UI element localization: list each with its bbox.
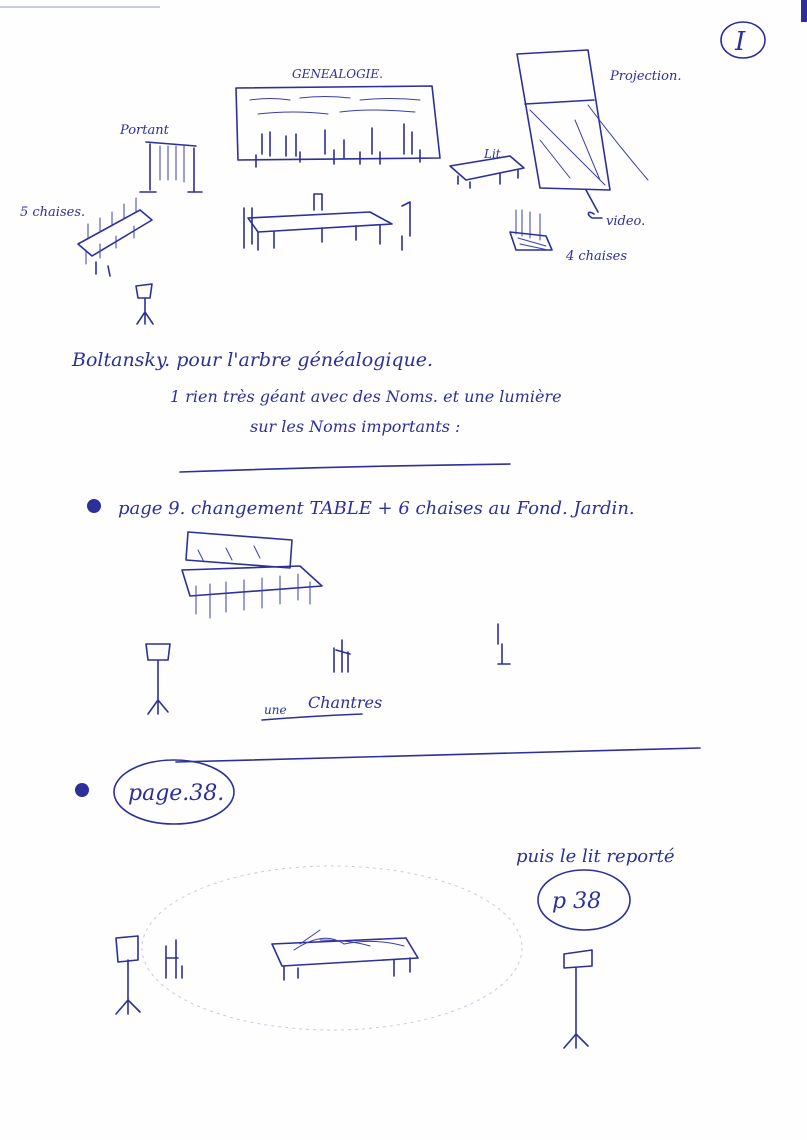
note-line-3: sur les Noms importants : — [250, 417, 460, 436]
label-five-chairs: 5 chaises. — [20, 205, 85, 220]
section-page-9: page 9. changement TABLE + 6 chaises au … — [87, 498, 635, 721]
bullet-point-2 — [75, 783, 89, 797]
bed-sketch: Lit — [449, 147, 525, 189]
note-line-2: 1 rien très géant avec des Noms. et une … — [170, 387, 562, 406]
five-chairs: 5 chaises. — [20, 197, 153, 277]
caption-chantres: Chantres — [308, 693, 382, 712]
chantre-figure — [333, 639, 351, 673]
music-stand-3 — [115, 935, 141, 1015]
page-number-mark: I — [720, 21, 766, 59]
genealogy-panel: GENEALOGIE. — [235, 67, 441, 168]
top-edge-rule — [0, 6, 160, 8]
music-stand-2 — [145, 643, 171, 715]
p38-badge-circle — [537, 869, 631, 931]
section1-heading: page 9. changement TABLE + 6 chaises au … — [118, 498, 635, 519]
page-edge-mark — [801, 0, 807, 22]
chair-sketch — [165, 939, 183, 979]
music-stand-4 — [563, 949, 593, 1049]
music-stand-1 — [135, 283, 154, 325]
page-number: I — [734, 27, 746, 57]
bullet-point — [87, 499, 101, 513]
bed-with-figure — [271, 937, 419, 967]
light-pool — [141, 865, 523, 1031]
label-portant: Portant — [119, 123, 170, 138]
central-table — [243, 193, 411, 251]
section2-heading: page.38. — [128, 781, 224, 806]
page-38-circle — [113, 759, 235, 825]
p38-badge: p 38 — [552, 889, 601, 914]
table-screen-sketch — [185, 531, 293, 569]
boltansky-notes: Boltansky. pour l'arbre généalogique. 1 … — [71, 349, 562, 436]
caption-underline — [261, 713, 363, 721]
four-chairs: 4 chaises — [509, 209, 627, 264]
label-video: video. — [606, 214, 645, 229]
note-line-1: Boltansky. pour l'arbre généalogique. — [71, 349, 433, 371]
section2-note: puis le lit reporté — [516, 846, 675, 867]
caption-prefix: une — [264, 703, 287, 717]
label-genealogie: GENEALOGIE. — [292, 67, 383, 81]
label-four-chairs: 4 chaises — [565, 249, 627, 264]
divider-line-2 — [175, 747, 701, 763]
projection-screen: Projection. video. — [516, 49, 682, 229]
label-projection: Projection. — [609, 69, 682, 84]
divider-line-1 — [179, 463, 511, 473]
section-page-38: page.38. puis le lit reporté p 38 — [75, 759, 675, 1049]
portant-rack: Portant — [119, 123, 203, 193]
standing-figure — [497, 623, 511, 665]
